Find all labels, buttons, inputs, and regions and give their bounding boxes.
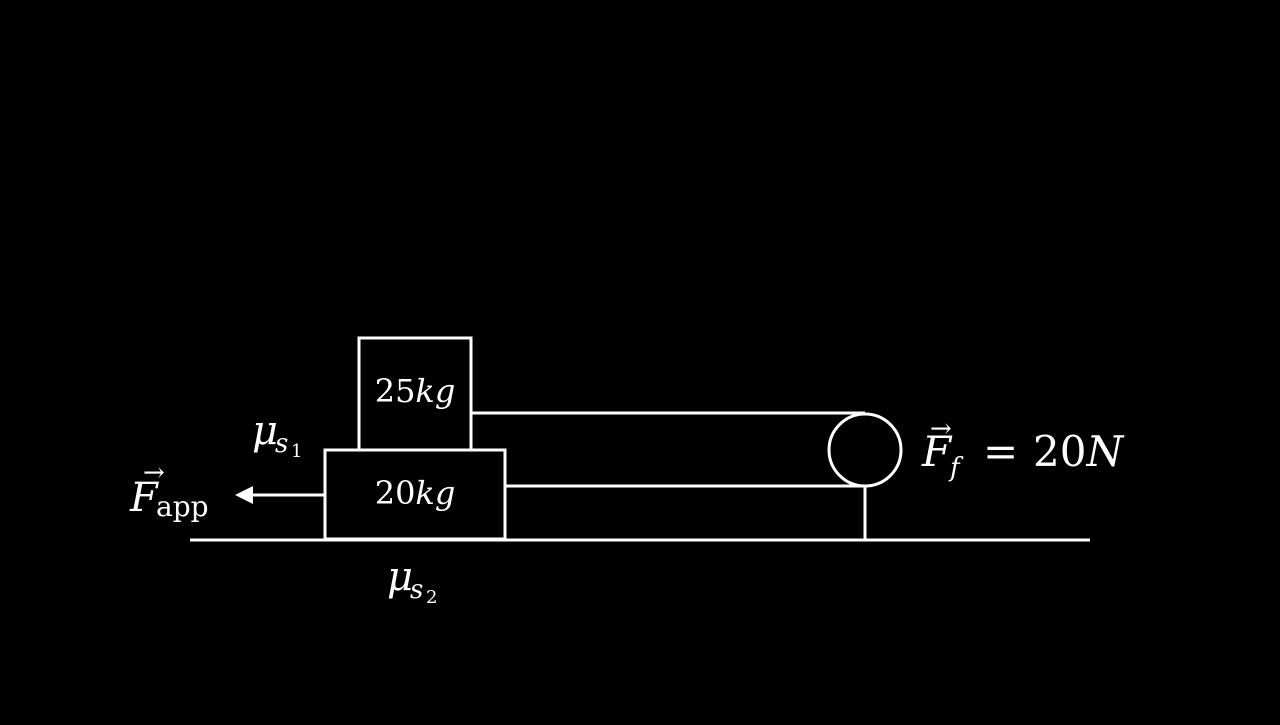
friction-force-label: → F f = 20N [921,414,1124,483]
svg-text:s: s [410,575,423,605]
mu-s2-label: μ s 2 [387,554,437,608]
upper-block-mass-label: 25kg [375,372,456,410]
svg-text:=: = [983,427,1018,476]
lower-block-mass-label: 20kg [375,474,456,512]
friction-force-value: 20N [1033,427,1124,476]
mu-s1-label: μ s 1 [252,408,302,462]
applied-force-label: → F app [129,458,209,523]
svg-text:f: f [948,453,964,483]
svg-text:F: F [129,475,159,521]
svg-text:→: → [930,414,952,444]
upper-block [357,336,473,452]
svg-text:2: 2 [426,587,437,608]
svg-text:→: → [143,458,165,488]
pulley-icon [827,412,903,488]
svg-text:app: app [156,490,209,523]
svg-text:F: F [921,427,953,476]
left-arrow-icon [235,486,325,504]
svg-text:1: 1 [291,441,302,462]
svg-text:μ: μ [387,554,413,600]
svg-text:μ: μ [252,408,278,454]
svg-text:s: s [275,429,288,459]
